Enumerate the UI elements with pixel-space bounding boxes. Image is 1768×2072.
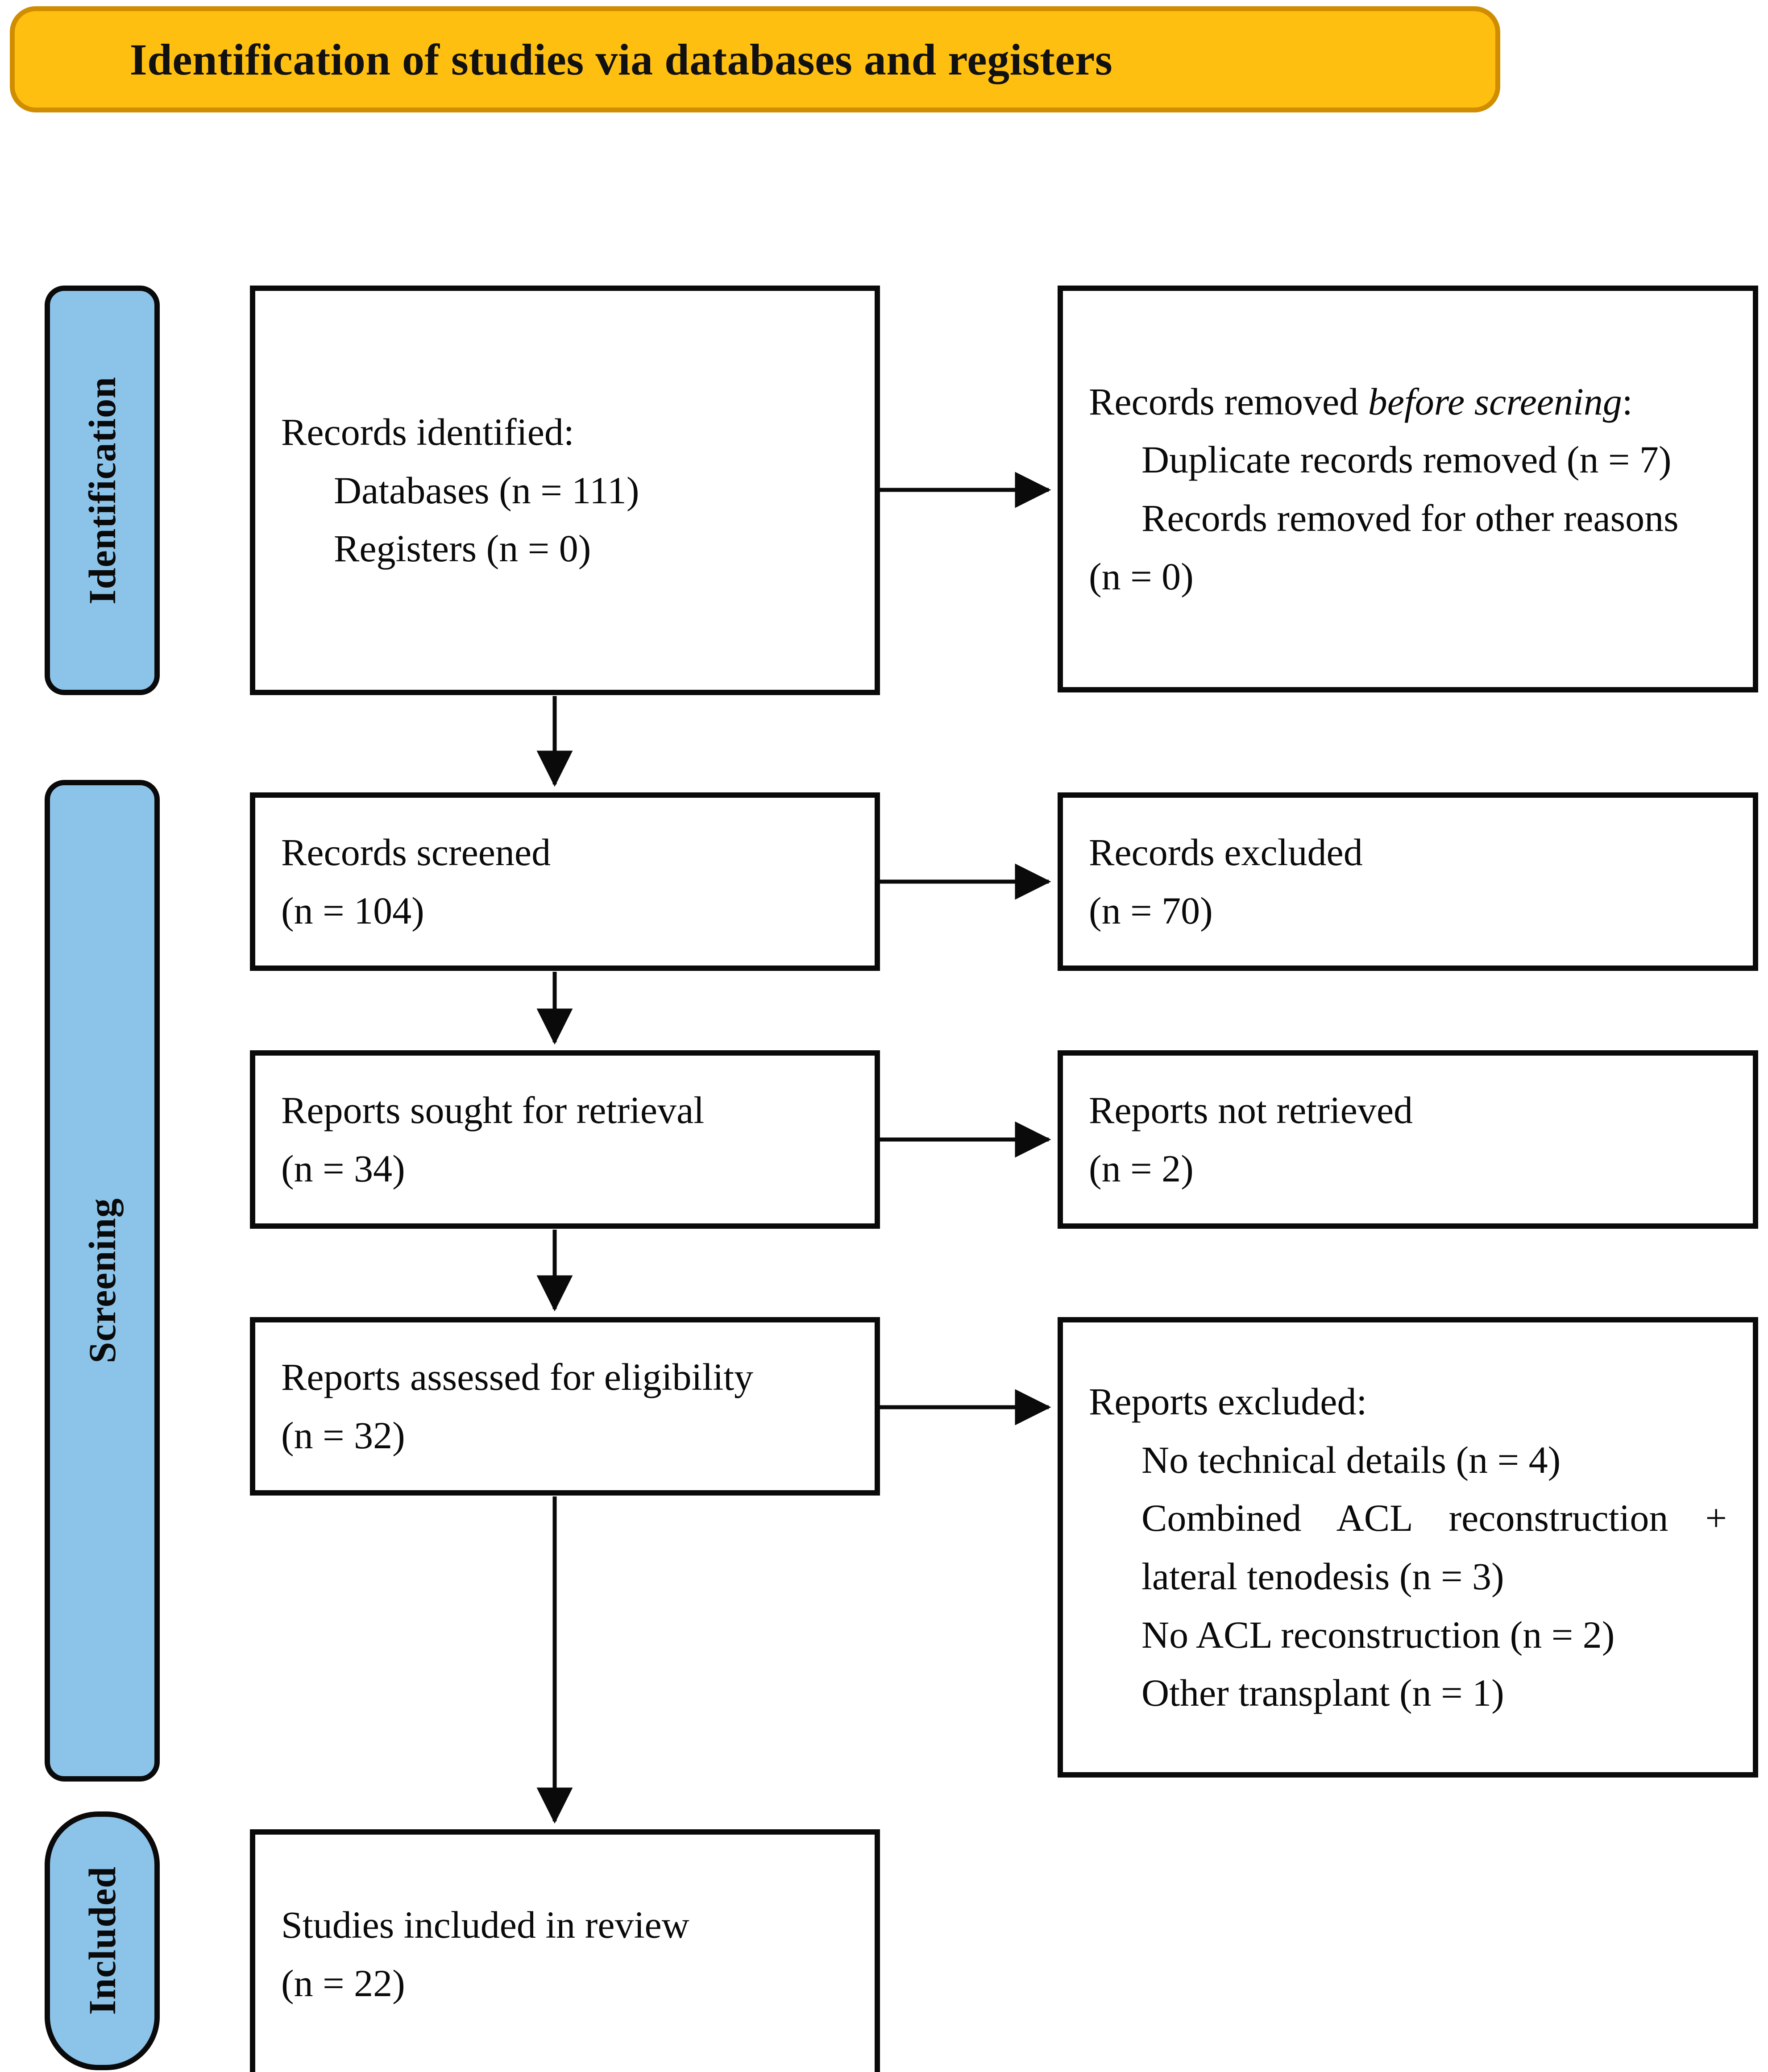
box-records-identified-item-databases: Databases (n = 111) — [334, 468, 639, 512]
box-reports-not-retrieved-count: (n = 2) — [1089, 1147, 1194, 1190]
box-records-screened-count: (n = 104) — [281, 889, 424, 932]
box-records-excluded: Records excluded (n = 70) — [1058, 792, 1758, 971]
box-records-removed-title: Records removed before screening: — [1089, 373, 1727, 431]
box-reports-excluded-reason-no-technical-details: No technical details (n = 4) — [1141, 1438, 1561, 1481]
box-records-screened: Records screened (n = 104) — [250, 792, 880, 971]
box-reports-assessed-title: Reports assessed for eligibility — [281, 1355, 754, 1399]
box-records-identified-item-registers: Registers (n = 0) — [334, 527, 591, 570]
box-records-removed-before-screening: Records removed before screening: Duplic… — [1058, 286, 1758, 692]
box-reports-excluded: Reports excluded: No technical details (… — [1058, 1317, 1758, 1778]
box-records-screened-title: Records screened — [281, 831, 551, 874]
box-reports-assessed-count: (n = 32) — [281, 1414, 405, 1457]
box-records-identified: Records identified: Databases (n = 111) … — [250, 286, 880, 695]
records-removed-title-lead: Records removed — [1089, 380, 1368, 423]
box-studies-included-count: (n = 22) — [281, 1962, 405, 2005]
box-reports-excluded-reason-combined-acl: Combined ACL reconstruction + lateral te… — [1141, 1496, 1727, 1598]
box-records-identified-title: Records identified: — [281, 410, 574, 453]
diagram-header-banner: Identification of studies via databases … — [10, 6, 1500, 112]
stage-tab-screening: Screening — [45, 780, 160, 1782]
box-reports-sought-title: Reports sought for retrieval — [281, 1089, 705, 1132]
page-title: Identification of studies via databases … — [129, 34, 1113, 84]
box-reports-not-retrieved-title: Reports not retrieved — [1089, 1089, 1413, 1132]
box-reports-excluded-title: Reports excluded: — [1089, 1380, 1367, 1423]
box-studies-included-title: Studies included in review — [281, 1903, 689, 1947]
box-records-excluded-count: (n = 70) — [1089, 889, 1213, 932]
stage-tab-identification: Identification — [45, 286, 160, 695]
records-removed-title-emphasis: before screening — [1368, 380, 1622, 423]
box-records-removed-item-duplicates: Duplicate records removed (n = 7) — [1141, 438, 1672, 481]
box-records-removed-item-other-reasons: Records removed for other reasons — [1141, 497, 1679, 539]
box-records-removed-item-other-reasons-count: (n = 0) — [1089, 555, 1194, 598]
box-reports-sought-for-retrieval: Reports sought for retrieval (n = 34) — [250, 1050, 880, 1229]
box-reports-excluded-reason-no-acl-reconstruction: No ACL reconstruction (n = 2) — [1141, 1613, 1615, 1656]
records-removed-title-tail: : — [1622, 380, 1633, 423]
box-studies-included-in-review: Studies included in review (n = 22) — [250, 1829, 880, 2072]
box-reports-not-retrieved: Reports not retrieved (n = 2) — [1058, 1050, 1758, 1229]
box-reports-sought-count: (n = 34) — [281, 1147, 405, 1190]
box-reports-assessed-for-eligibility: Reports assessed for eligibility (n = 32… — [250, 1317, 880, 1496]
box-reports-excluded-reason-other-transplant: Other transplant (n = 1) — [1141, 1671, 1504, 1715]
box-records-excluded-title: Records excluded — [1089, 831, 1363, 874]
